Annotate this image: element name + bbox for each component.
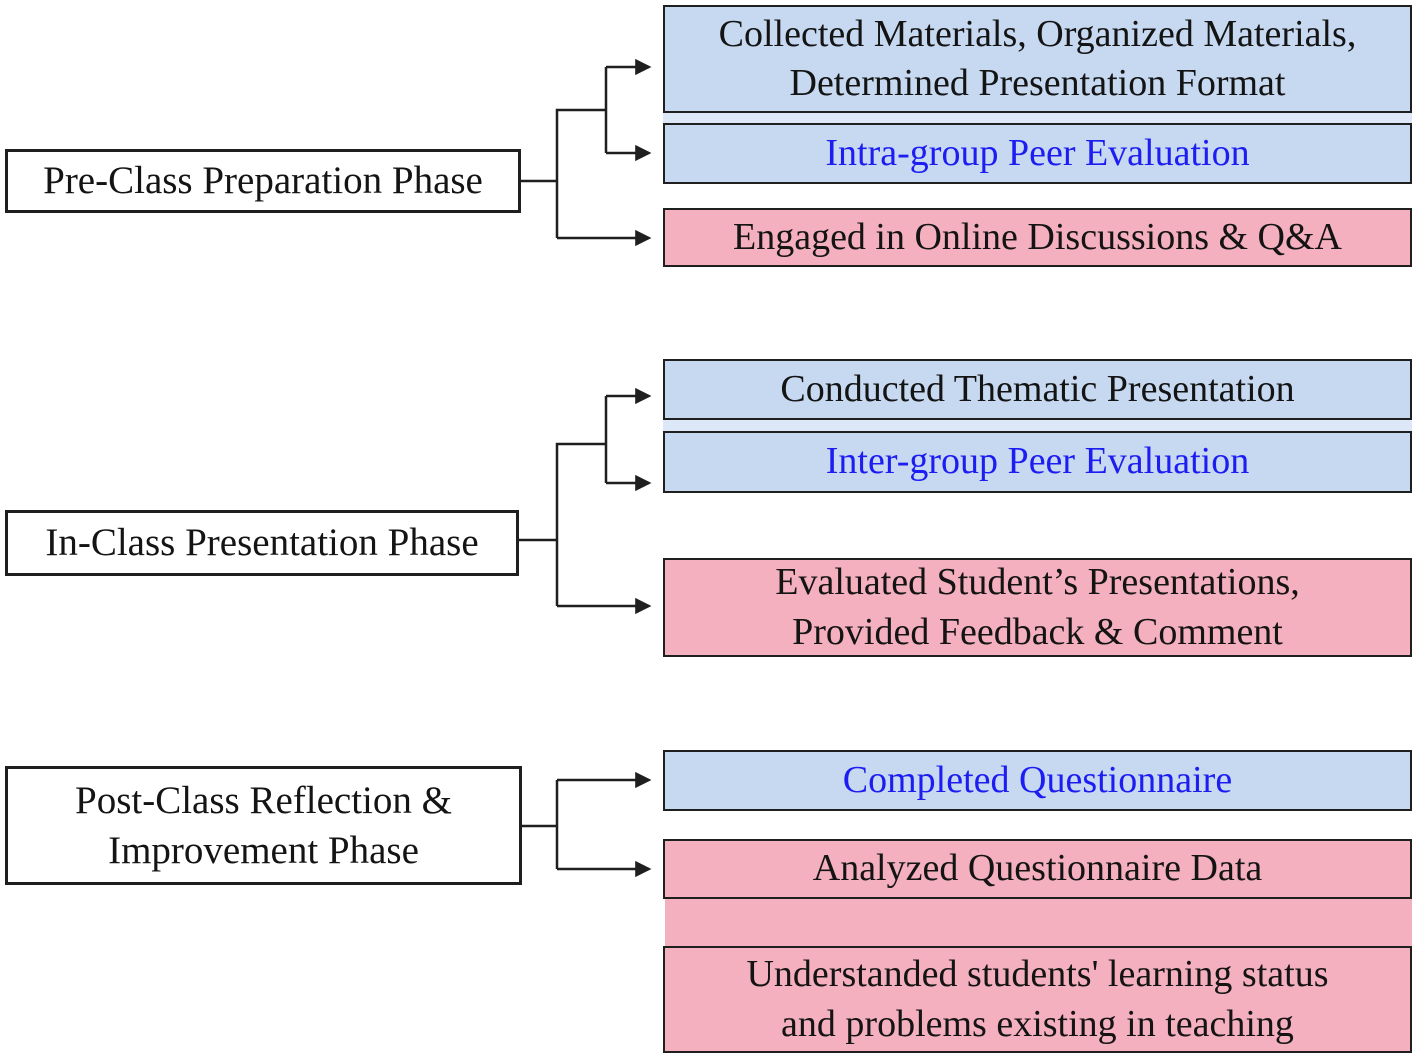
task-evaluated-presentations: Evaluated Student’s Presentations, Provi… xyxy=(663,558,1412,657)
task-thematic-presentation: Conducted Thematic Presentation xyxy=(663,359,1412,420)
task-inter-group-evaluation: Inter-group Peer Evaluation xyxy=(663,431,1412,493)
task-label: Conducted Thematic Presentation xyxy=(780,367,1295,410)
connector-post-class xyxy=(520,771,652,878)
task-understood-status: Understanded students' learning status a… xyxy=(663,946,1412,1053)
phase-box-in-class: In-Class Presentation Phase xyxy=(5,510,519,576)
phase-box-pre-class: Pre-Class Preparation Phase xyxy=(5,149,521,213)
task-label: Understanded students' learning status xyxy=(746,953,1329,996)
task-label: Evaluated Student’s Presentations, xyxy=(775,561,1300,604)
task-intra-group-evaluation: Intra-group Peer Evaluation xyxy=(663,123,1412,184)
task-label: Collected Materials, Organized Materials… xyxy=(718,12,1357,55)
task-label: Intra-group Peer Evaluation xyxy=(825,131,1250,174)
connector-pre-class xyxy=(519,58,652,247)
task-label: Inter-group Peer Evaluation xyxy=(825,440,1250,483)
task-collected-materials: Collected Materials, Organized Materials… xyxy=(663,5,1412,113)
phase-label: Improvement Phase xyxy=(108,828,419,872)
connector-in-class xyxy=(517,387,652,615)
task-label: Provided Feedback & Comment xyxy=(792,610,1283,653)
task-completed-questionnaire: Completed Questionnaire xyxy=(663,750,1412,811)
pink-connector-strip xyxy=(665,899,1412,946)
phase-label: Pre-Class Preparation Phase xyxy=(43,159,483,203)
task-label: and problems existing in teaching xyxy=(781,1002,1294,1045)
task-label: Determined Presentation Format xyxy=(789,62,1286,104)
task-label: Completed Questionnaire xyxy=(842,758,1233,801)
task-analyzed-data: Analyzed Questionnaire Data xyxy=(663,839,1412,899)
task-online-discussions: Engaged in Online Discussions & Q&A xyxy=(663,208,1412,267)
phase-box-post-class: Post-Class Reflection & Improvement Phas… xyxy=(5,766,522,885)
phase-label: In-Class Presentation Phase xyxy=(45,521,479,565)
task-label: Analyzed Questionnaire Data xyxy=(812,847,1263,890)
phase-label: Post-Class Reflection & xyxy=(75,778,452,822)
task-label: Engaged in Online Discussions & Q&A xyxy=(732,215,1342,258)
